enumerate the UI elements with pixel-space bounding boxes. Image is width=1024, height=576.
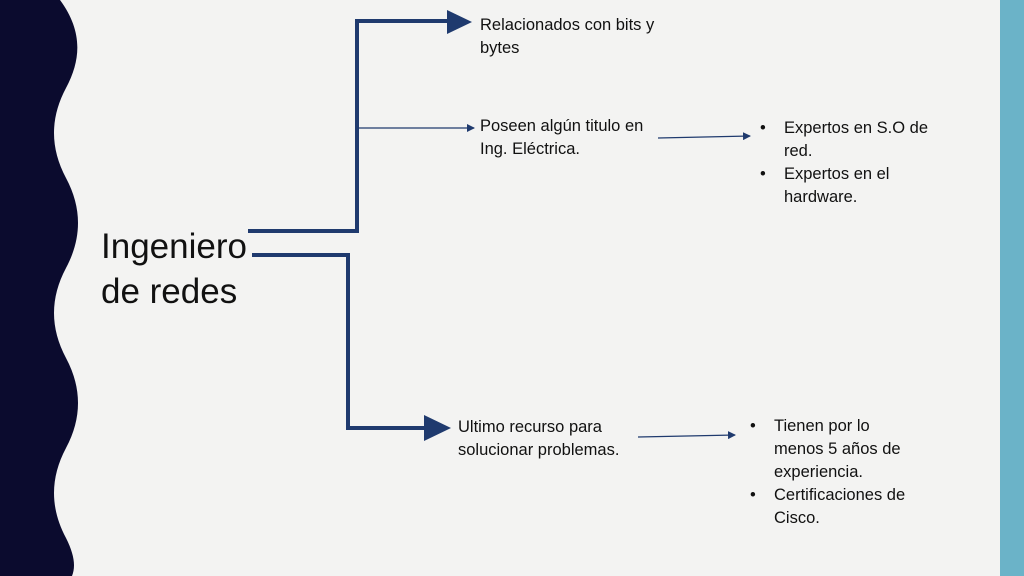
top-arrowhead	[447, 10, 472, 34]
branch-node-titulo: Poseen algún titulo en Ing. Eléctrica.	[480, 117, 644, 158]
branch-node-bits-bytes: Relacionados con bits y bytes	[480, 16, 655, 57]
central-topic-title: Ingeniero de redes	[101, 227, 247, 311]
left-wave-band	[0, 0, 78, 576]
detail-item: Certificaciones de Cisco.	[748, 484, 918, 530]
detail-item: Tienen por lo menos 5 años de experienci…	[748, 415, 918, 484]
branch-node-ultimo-recurso: Ultimo recurso para solucionar problemas…	[458, 418, 620, 459]
detail-list-ultimo-recurso: Tienen por lo menos 5 años de experienci…	[748, 415, 918, 530]
middle-detail-arrow	[657, 132, 751, 141]
detail-item: Expertos en S.O de red.	[758, 117, 958, 163]
right-accent-band	[1000, 0, 1024, 576]
detail-list-titulo: Expertos en S.O de red. Expertos en el h…	[758, 117, 958, 209]
detail-item: Expertos en el hardware.	[758, 163, 958, 209]
top-bracket-connector	[248, 19, 450, 233]
bottom-detail-arrow	[637, 431, 736, 440]
bottom-bracket-connector	[252, 253, 428, 430]
bottom-arrowhead	[424, 415, 451, 441]
